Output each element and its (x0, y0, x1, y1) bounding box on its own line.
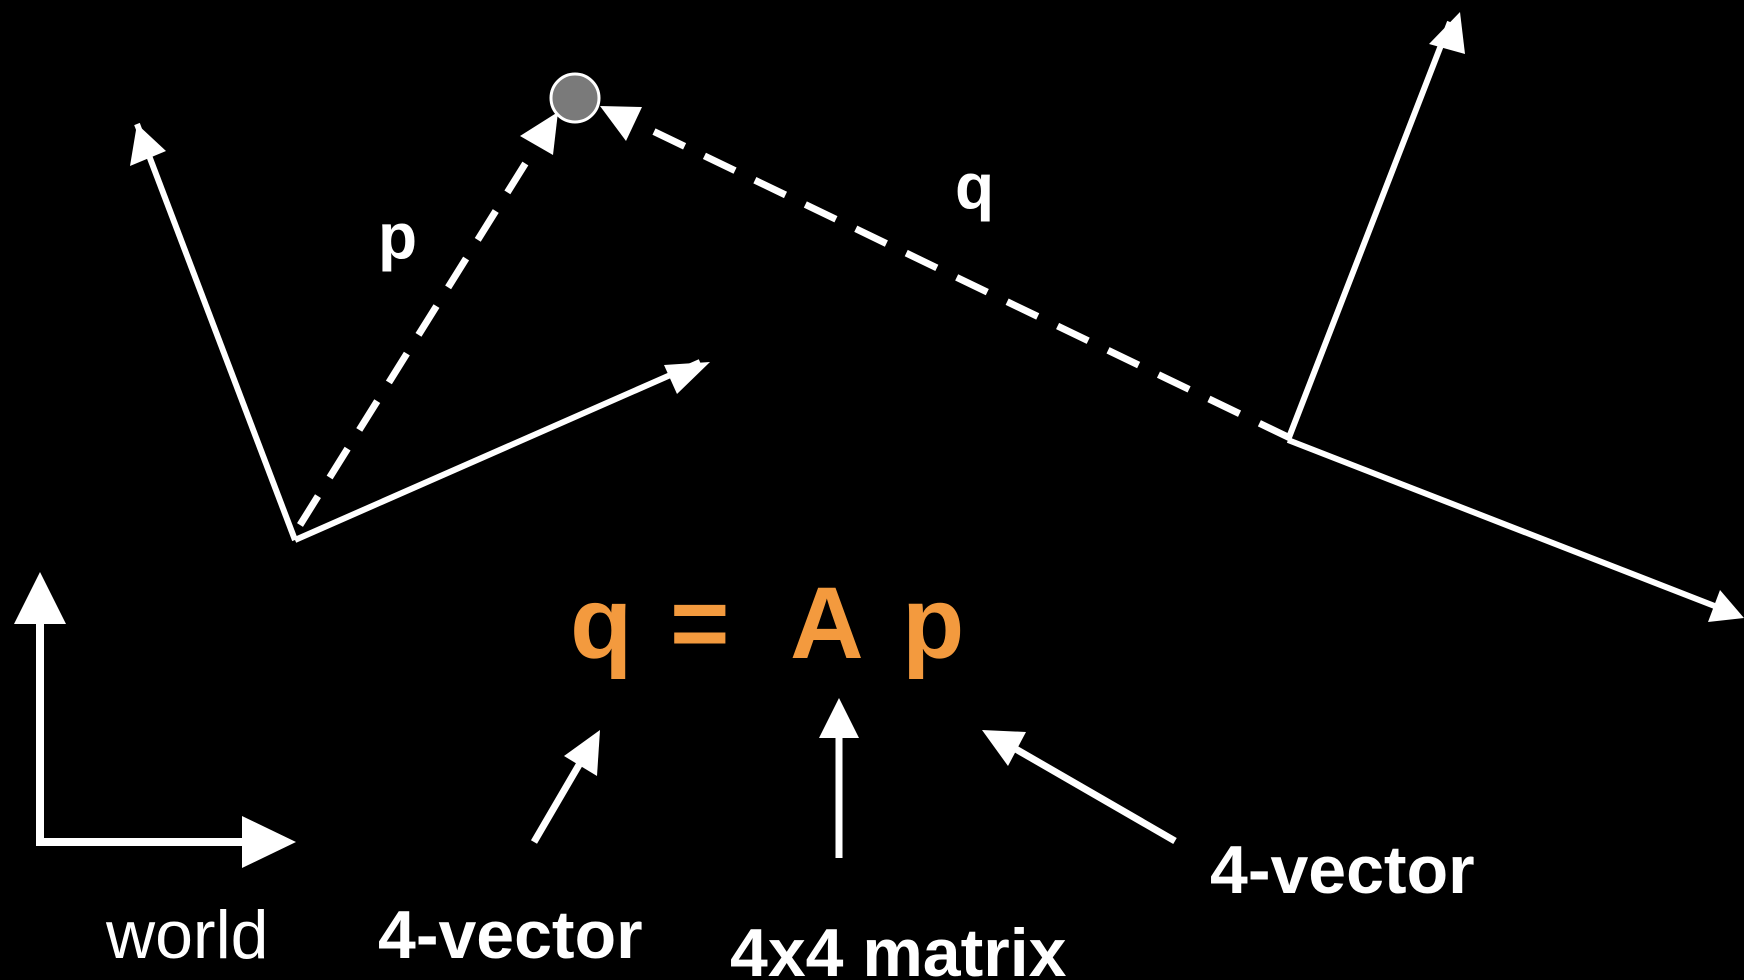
vector-q-arrowhead (600, 106, 642, 141)
frame-left-y-axis (134, 122, 298, 542)
label-world: world (105, 897, 269, 973)
world-frame (14, 572, 296, 868)
label-p: p (378, 200, 417, 272)
frame-left-x-axis (293, 359, 702, 543)
equation-q: q (570, 566, 632, 680)
label-4-vector-left: 4-vector (378, 897, 643, 973)
vector-p (297, 112, 558, 527)
equation: q = A p (570, 566, 964, 680)
label-4x4-matrix: 4x4 matrix (730, 915, 1067, 980)
frame-right (1285, 12, 1744, 622)
pointer-arrow-p (1012, 744, 1177, 845)
pointer-arrow-q-head (564, 730, 600, 776)
frame-right-y-axis (1285, 20, 1453, 442)
equation-equals: = (670, 566, 730, 680)
pointer-arrows (530, 698, 1177, 858)
vector-p-dashed-line (297, 130, 548, 527)
frame-left-x-arrowhead (664, 362, 710, 394)
frame-left (130, 122, 710, 543)
vector-q-dashed-line (628, 116, 1292, 442)
frame-right-y-arrowhead (1429, 12, 1465, 54)
pointer-arrow-A-head (819, 698, 859, 738)
pointer-arrow-q (530, 756, 587, 844)
equation-A: A (790, 566, 864, 680)
frame-right-x-arrowhead (1708, 590, 1744, 622)
vector-q (600, 106, 1292, 442)
label-4-vector-right: 4-vector (1210, 832, 1475, 908)
point-marker (549, 72, 601, 124)
frame-left-y-arrowhead (130, 124, 166, 166)
world-x-arrowhead (242, 816, 296, 868)
vector-p-arrowhead (520, 112, 558, 155)
world-y-arrowhead (14, 572, 66, 624)
label-q: q (955, 150, 994, 222)
frame-right-x-axis (1286, 437, 1732, 615)
pointer-arrow-p-head (982, 730, 1026, 766)
equation-p: p (902, 566, 964, 680)
